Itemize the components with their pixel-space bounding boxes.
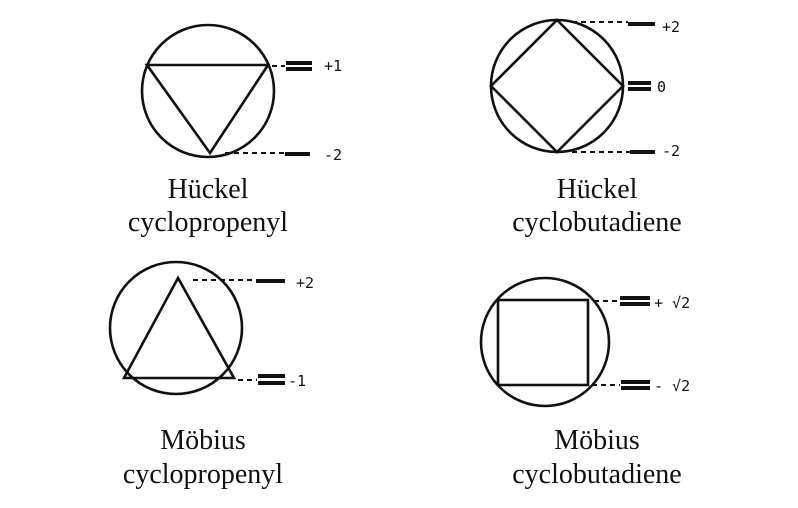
- level-label: +2: [662, 18, 680, 36]
- level-label: 0: [657, 78, 666, 96]
- caption-line1: Möbius: [160, 425, 246, 456]
- frost-circle: [140, 23, 276, 159]
- frost-circle: [489, 18, 625, 154]
- panel-huckel-cyclopropenyl: +1 -2 Hückel cyclopropenyl: [128, 23, 342, 238]
- caption-line2: cyclobutadiene: [512, 459, 681, 490]
- panel-mobius-cyclopropenyl: +2 -1 Möbius cyclopropenyl: [108, 260, 314, 490]
- caption-line2: cyclopropenyl: [128, 207, 288, 238]
- level-label: - √2: [654, 377, 690, 395]
- level-label: + √2: [654, 294, 690, 312]
- caption-line2: cyclopropenyl: [123, 459, 283, 490]
- level-label: +2: [296, 274, 314, 292]
- level-label: -1: [288, 372, 306, 390]
- caption-line2: cyclobutadiene: [512, 207, 681, 238]
- panel-huckel-cyclobutadiene: +2 0 -2 Hückel cyclobutadiene: [489, 18, 682, 238]
- level-label: -2: [662, 142, 680, 160]
- square-inscribed: [489, 18, 625, 154]
- level-label: +1: [324, 57, 342, 75]
- panel-mobius-cyclobutadiene: + √2 - √2 Möbius cyclobutadiene: [479, 276, 690, 490]
- frost-circle: [108, 260, 244, 396]
- caption-line1: Hückel: [557, 174, 638, 205]
- caption-line1: Hückel: [168, 174, 249, 205]
- square-inscribed: [496, 298, 590, 387]
- caption-line1: Möbius: [554, 425, 640, 456]
- frost-circle: [479, 276, 611, 408]
- triangle-inscribed: [121, 275, 237, 380]
- triangle-inscribed: [144, 63, 271, 156]
- level-label: -2: [324, 146, 342, 164]
